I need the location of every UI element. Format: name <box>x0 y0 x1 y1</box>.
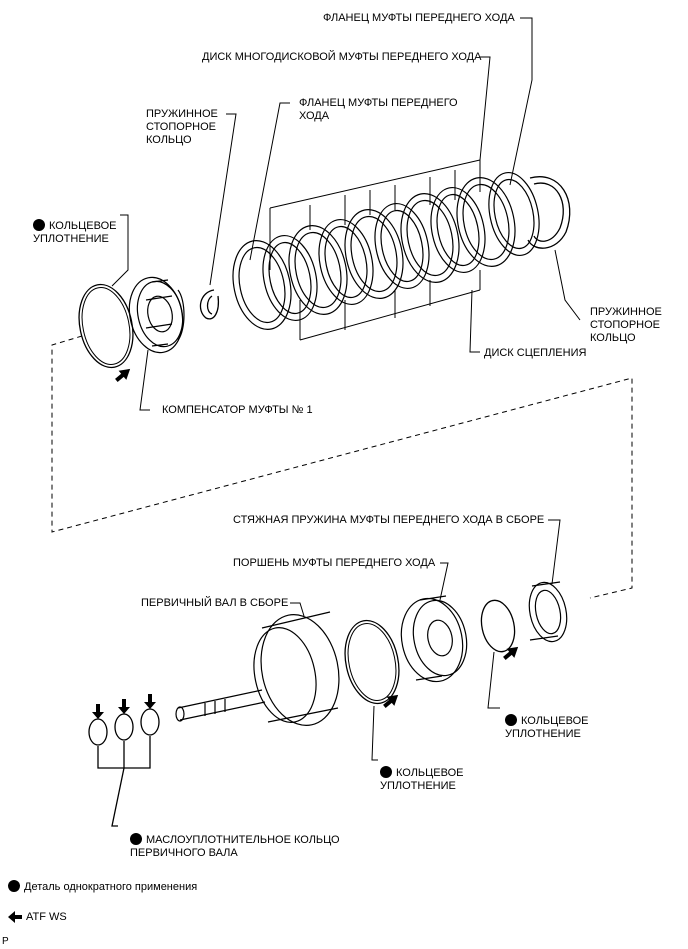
o-ring-bottom-shape <box>344 619 400 705</box>
clutch-balancer-shape <box>128 276 185 354</box>
legend-atf-text: ATF WS <box>26 911 67 923</box>
leader-lines-upper <box>111 17 581 411</box>
label-o-ring-right-text: КОЛЬЦЕВОЕ УПЛОТНЕНИЕ <box>505 715 589 740</box>
input-shaft-shape <box>175 611 340 726</box>
leader-lines-lower <box>290 519 561 761</box>
label-snap-ring-left: ПРУЖИННОЕ СТОПОРНОЕ КОЛЬЦО <box>146 108 218 146</box>
clutch-disc-stack <box>232 172 540 330</box>
label-snap-ring-right: ПРУЖИННОЕ СТОПОРНОЕ КОЛЬЦО <box>590 306 662 344</box>
non-reusable-dot-icon <box>33 219 45 231</box>
label-forward-clutch-flange: ФЛАНЕЦ МУФТЫ ПЕРЕДНЕГО ХОДА <box>299 97 458 122</box>
snap-ring-left-shape <box>199 289 220 320</box>
non-reusable-dot-icon <box>505 714 517 726</box>
label-clutch-plate: ДИСК СЦЕПЛЕНИЯ <box>484 347 587 359</box>
label-forward-clutch-disc: ДИСК МНОГОДИСКОВОЙ МУФТЫ ПЕРЕДНЕГО ХОДА <box>202 51 482 63</box>
o-ring-top-shape <box>78 283 134 369</box>
snap-ring-right-shape <box>527 176 571 249</box>
label-forward-clutch-flange-top: ФЛАНЕЦ МУФТЫ ПЕРЕДНЕГО ХОДА <box>323 12 515 24</box>
return-spring-shape <box>528 581 568 643</box>
forward-piston-shape <box>400 595 468 683</box>
label-o-ring-top: КОЛЬЦЕВОЕ УПЛОТНЕНИЕ <box>33 206 117 246</box>
atf-arrow-markers <box>92 368 519 719</box>
label-oil-seal-ring-text: МАСЛОУПЛОТНИТЕЛЬНОЕ КОЛЬЦО ПЕРВИЧНОГО ВА… <box>130 834 340 859</box>
label-oil-seal-ring: МАСЛОУПЛОТНИТЕЛЬНОЕ КОЛЬЦО ПЕРВИЧНОГО ВА… <box>130 820 340 860</box>
label-clutch-balancer: КОМПЕНСАТОР МУФТЫ № 1 <box>162 404 313 416</box>
label-o-ring-top-text: КОЛЬЦЕВОЕ УПЛОТНЕНИЕ <box>33 220 117 245</box>
non-reusable-dot-icon <box>8 880 20 892</box>
dashed-alignment-line <box>51 335 633 599</box>
non-reusable-dot-icon <box>130 833 142 845</box>
non-reusable-dot-icon <box>380 766 392 778</box>
oil-seal-rings-shape <box>88 708 160 827</box>
atf-arrow-icon <box>8 911 22 923</box>
label-forward-piston: ПОРШЕНЬ МУФТЫ ПЕРЕДНЕГО ХОДА <box>233 557 436 569</box>
page-marker: P <box>2 936 9 947</box>
o-ring-right-shape <box>480 599 516 653</box>
legend-atf: ATF WS <box>8 911 67 924</box>
label-o-ring-right: КОЛЬЦЕВОЕ УПЛОТНЕНИЕ <box>505 701 589 741</box>
label-return-spring: СТЯЖНАЯ ПРУЖИНА МУФТЫ ПЕРЕДНЕГО ХОДА В С… <box>233 514 545 526</box>
label-o-ring-bottom: КОЛЬЦЕВОЕ УПЛОТНЕНИЕ <box>380 753 464 793</box>
legend-non-reusable: Деталь однократного применения <box>8 880 197 894</box>
label-input-shaft: ПЕРВИЧНЫЙ ВАЛ В СБОРЕ <box>141 597 289 609</box>
label-o-ring-bottom-text: КОЛЬЦЕВОЕ УПЛОТНЕНИЕ <box>380 767 464 792</box>
clutch-pack-frame <box>269 159 481 341</box>
legend-non-reusable-text: Деталь однократного применения <box>24 881 198 893</box>
